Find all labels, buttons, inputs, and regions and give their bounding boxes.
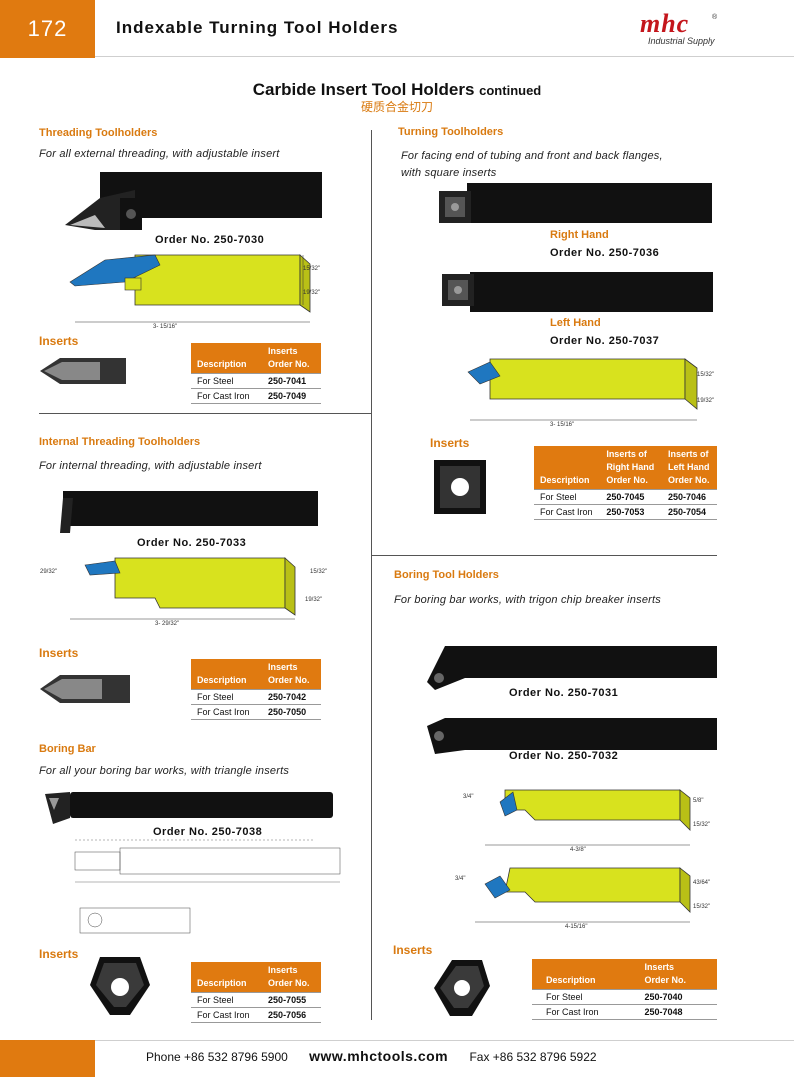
brand-logo: mhc ® Industrial Supply bbox=[640, 9, 760, 52]
threading-dim-2: 19/32" bbox=[303, 290, 320, 296]
internal-insert-image bbox=[40, 675, 130, 703]
internal-title: Internal Threading Toolholders bbox=[39, 436, 201, 448]
threading-inserts-label: Inserts bbox=[39, 334, 79, 348]
internal-inserts-label: Inserts bbox=[39, 646, 79, 660]
boringbar-order-no: Order No. 250-7038 bbox=[153, 826, 263, 838]
header-divider bbox=[95, 56, 794, 57]
footer-website-link[interactable]: www.mhctools.com bbox=[309, 1048, 449, 1064]
turning-left-tool-image bbox=[442, 272, 713, 312]
turning-dim-3: 3- 15/16" bbox=[550, 422, 574, 428]
internal-drawing: 29/32" 15/32" 19/32" 3- 29/32" bbox=[40, 557, 327, 627]
header-title: Indexable Turning Tool Holders bbox=[116, 18, 399, 37]
internal-desc: For internal threading, with adjustable … bbox=[39, 460, 262, 472]
threading-desc: For all external threading, with adjusta… bbox=[39, 148, 280, 160]
internal-dim-4: 3- 29/32" bbox=[155, 621, 179, 627]
boringholder-dim-8: 4-15/16" bbox=[565, 924, 587, 930]
threading-dim-3: 3- 15/16" bbox=[153, 324, 177, 330]
internal-tool-image bbox=[60, 491, 318, 533]
boringholder-dim-3: 15/32" bbox=[693, 822, 710, 828]
footer-phone: Phone +86 532 8796 5900 bbox=[146, 1050, 288, 1064]
boringholder-dim-6: 43/64" bbox=[693, 880, 710, 886]
boringholder-dim-7: 15/32" bbox=[693, 904, 710, 910]
boringholder-order-2: Order No. 250-7032 bbox=[509, 750, 619, 762]
internal-order-no: Order No. 250-7033 bbox=[137, 537, 247, 549]
threading-dim-1: 15/32" bbox=[303, 266, 320, 272]
boringholder-tool-1-image bbox=[427, 646, 717, 690]
threading-tool-image bbox=[65, 172, 322, 230]
internal-dim-3: 19/32" bbox=[305, 597, 322, 603]
th-description: Description bbox=[191, 343, 263, 374]
turning-dim-1: 15/32" bbox=[697, 372, 714, 378]
turning-right-order-no: Order No. 250-7036 bbox=[550, 247, 660, 259]
turning-left-hand-label: Left Hand bbox=[550, 317, 601, 329]
logo-subtitle: Industrial Supply bbox=[648, 36, 715, 46]
boringbar-insert-image bbox=[90, 957, 150, 1015]
boringholder-title: Boring Tool Holders bbox=[394, 569, 499, 581]
boringholder-insert-image bbox=[434, 960, 490, 1016]
footer-accent-bar bbox=[0, 1040, 95, 1077]
internal-dim-2: 15/32" bbox=[310, 569, 327, 575]
turning-inserts-label: Inserts bbox=[430, 436, 470, 450]
boringholder-order-1: Order No. 250-7031 bbox=[509, 687, 619, 699]
footer-divider bbox=[95, 1040, 794, 1041]
boringholder-dim-4: 4-3/8" bbox=[570, 847, 586, 853]
page-title-text: Carbide Insert Tool Holders bbox=[252, 80, 475, 99]
boringbar-title: Boring Bar bbox=[39, 743, 96, 755]
threading-title: Threading Toolholders bbox=[39, 127, 158, 139]
left-divider-1 bbox=[39, 413, 371, 414]
threading-order-no: Order No. 250-7030 bbox=[155, 234, 265, 246]
turning-right-tool-image bbox=[439, 183, 712, 223]
boringholder-dim-2: 5/8" bbox=[693, 798, 703, 804]
boringbar-tool-image bbox=[45, 792, 333, 824]
logo-registered: ® bbox=[712, 14, 718, 21]
page-subtitle-cn: 硬质合金切刀 bbox=[360, 100, 433, 114]
boringbar-drawing bbox=[74, 839, 341, 934]
boringholder-drawing-2: 3/4" 43/64" 15/32" 4-15/16" bbox=[455, 867, 710, 930]
boringholder-drawing-1: 3/4" 5/8" 15/32" 4-3/8" bbox=[463, 789, 710, 853]
boringholder-dim-1: 3/4" bbox=[463, 794, 473, 800]
turning-title: Turning Toolholders bbox=[398, 126, 504, 138]
boringbar-desc: For all your boring bar works, with tria… bbox=[39, 765, 290, 777]
threading-insert-image bbox=[40, 358, 126, 384]
turning-left-order-no: Order No. 250-7037 bbox=[550, 335, 660, 347]
turning-drawing: 15/32" 19/32" 3- 15/16" bbox=[467, 358, 714, 428]
footer-fax: Fax +86 532 8796 5922 bbox=[469, 1050, 597, 1064]
column-divider bbox=[371, 130, 372, 1020]
internal-dim-1: 29/32" bbox=[40, 569, 57, 575]
turning-insert-image bbox=[434, 460, 486, 514]
boringholder-inserts-label: Inserts bbox=[393, 943, 433, 957]
page-title: Carbide Insert Tool Holders continued bbox=[0, 80, 794, 100]
threading-drawing: 15/32" 19/32" 3- 15/16" bbox=[69, 254, 320, 330]
turning-dim-2: 19/32" bbox=[697, 398, 714, 404]
boringholder-dim-5: 3/4" bbox=[455, 876, 465, 882]
turning-desc-1: For facing end of tubing and front and b… bbox=[401, 150, 663, 162]
page-number: 172 bbox=[0, 0, 95, 58]
boringholder-tool-2-image bbox=[427, 718, 717, 754]
logo-text: mhc bbox=[640, 9, 690, 38]
turning-desc-2: with square inserts bbox=[401, 167, 497, 179]
right-divider-1 bbox=[371, 555, 717, 556]
page-title-suffix: continued bbox=[479, 83, 542, 98]
boringholder-desc: For boring bar works, with trigon chip b… bbox=[394, 594, 661, 606]
footer-contact: Phone +86 532 8796 5900 www.mhctools.com… bbox=[146, 1048, 597, 1064]
turning-right-hand-label: Right Hand bbox=[550, 229, 609, 241]
boringbar-inserts-label: Inserts bbox=[39, 947, 79, 961]
